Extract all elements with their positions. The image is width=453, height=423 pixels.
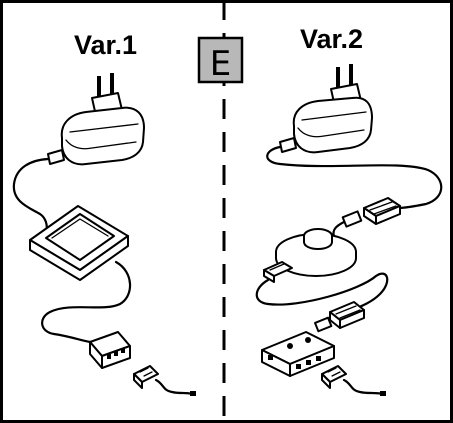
variant-2-title: Var.2 — [300, 24, 363, 54]
male-plug-icon — [314, 316, 333, 333]
connector-cable-icon — [321, 365, 386, 396]
plug-prong-icon — [336, 67, 340, 89]
plug-prong-icon — [349, 64, 353, 86]
cable-adapter-to-connector — [266, 145, 443, 210]
port-icon — [107, 354, 111, 359]
hole-icon — [287, 343, 293, 349]
plug-prong-icon — [110, 73, 114, 95]
connector-icon — [263, 261, 293, 283]
power-adapter-icon — [279, 64, 373, 154]
hole-icon — [305, 337, 311, 343]
connector-cable-icon — [133, 365, 196, 396]
port-icon — [121, 348, 125, 353]
foot-switch-icon — [275, 228, 357, 277]
inline-connector-icon — [341, 197, 401, 228]
cable-adapter-to-switch — [12, 157, 50, 234]
section-badge: E — [197, 36, 244, 84]
power-adapter-icon — [47, 73, 145, 166]
cable-switch-to-distributor — [41, 260, 132, 344]
port-icon — [306, 360, 311, 365]
variant-1-title: Var.1 — [74, 30, 137, 60]
distributor-box-icon — [89, 331, 131, 369]
section-badge-label: E — [210, 44, 231, 84]
inline-connector-icon — [314, 301, 365, 333]
cable-tip-icon — [380, 391, 386, 396]
distributor-box-icon — [261, 331, 335, 377]
port-icon — [296, 364, 301, 369]
port-icon — [114, 351, 118, 356]
touch-switch-icon — [29, 205, 129, 281]
cable-tip-icon — [190, 391, 196, 396]
section-badge-box — [197, 36, 244, 84]
port-icon — [316, 356, 321, 361]
plug-prong-icon — [97, 76, 101, 98]
port-icon — [268, 355, 273, 360]
cable-footswitch-to-distributor — [255, 272, 389, 312]
cable-connector-to-footswitch — [332, 220, 346, 238]
